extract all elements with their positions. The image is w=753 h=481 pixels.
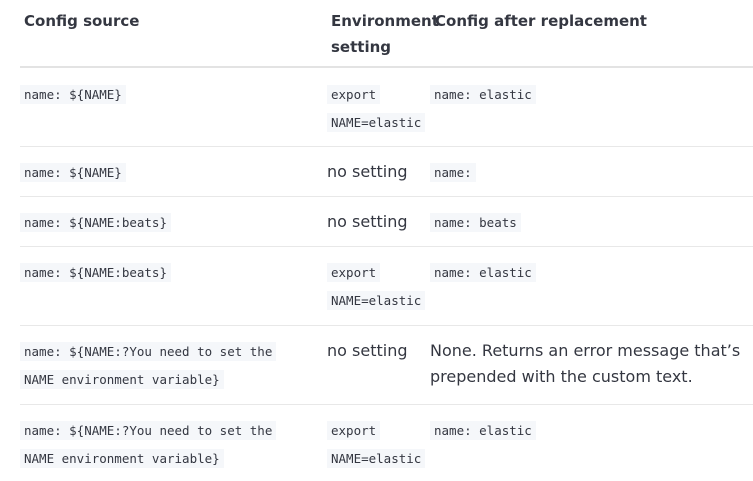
config-source-code: name: ${NAME:?You need to set the NAME e… xyxy=(20,421,277,468)
environment-setting-text: no setting xyxy=(327,341,408,360)
cell-config-source: name: ${NAME:beats} xyxy=(20,259,320,287)
table-row: name: ${NAME} no setting name: xyxy=(20,147,753,197)
header-environment-setting: Environment setting xyxy=(331,12,439,56)
cell-environment-setting: export NAME=elastic xyxy=(327,259,427,315)
cell-config-after: name: elastic xyxy=(430,417,730,445)
config-source-code: name: ${NAME:?You need to set the NAME e… xyxy=(20,342,277,389)
environment-setting-text: no setting xyxy=(327,212,408,231)
cell-config-after: name: elastic xyxy=(430,81,730,109)
config-source-code: name: ${NAME} xyxy=(20,85,126,104)
config-after-text: None. Returns an error message that’s pr… xyxy=(430,341,741,386)
environment-setting-code: export NAME=elastic xyxy=(327,263,426,310)
config-after-code: name: xyxy=(430,163,476,182)
header-config-after: Config after replacement xyxy=(435,12,647,30)
table-row: name: ${NAME:beats} no setting name: bea… xyxy=(20,197,753,247)
cell-config-source: name: ${NAME} xyxy=(20,159,320,187)
cell-environment-setting: export NAME=elastic xyxy=(327,417,427,473)
config-after-code: name: beats xyxy=(430,213,521,232)
cell-config-source: name: ${NAME:beats} xyxy=(20,209,320,237)
cell-config-source: name: ${NAME} xyxy=(20,81,320,109)
table-header: Config source Environment setting Config… xyxy=(20,0,753,68)
cell-environment-setting: export NAME=elastic xyxy=(327,81,427,137)
environment-setting-code: export NAME=elastic xyxy=(327,85,426,132)
cell-config-source: name: ${NAME:?You need to set the NAME e… xyxy=(20,338,306,394)
environment-setting-text: no setting xyxy=(327,162,408,181)
config-replacement-table: Config source Environment setting Config… xyxy=(20,0,753,481)
cell-config-after: name: elastic xyxy=(430,259,730,287)
cell-config-source: name: ${NAME:?You need to set the NAME e… xyxy=(20,417,306,473)
config-source-code: name: ${NAME:beats} xyxy=(20,263,171,282)
config-after-code: name: elastic xyxy=(430,85,536,104)
config-source-code: name: ${NAME:beats} xyxy=(20,213,171,232)
config-after-code: name: elastic xyxy=(430,421,536,440)
cell-config-after: name: beats xyxy=(430,209,730,237)
config-source-code: name: ${NAME} xyxy=(20,163,126,182)
environment-setting-code: export NAME=elastic xyxy=(327,421,426,468)
table-row: name: ${NAME:beats} export NAME=elastic … xyxy=(20,247,753,326)
header-config-source: Config source xyxy=(24,12,140,30)
table-row: name: ${NAME} export NAME=elastic name: … xyxy=(20,68,753,147)
table-row: name: ${NAME:?You need to set the NAME e… xyxy=(20,405,753,481)
cell-config-after: name: xyxy=(430,159,730,187)
table-row: name: ${NAME:?You need to set the NAME e… xyxy=(20,326,753,405)
config-after-code: name: elastic xyxy=(430,263,536,282)
